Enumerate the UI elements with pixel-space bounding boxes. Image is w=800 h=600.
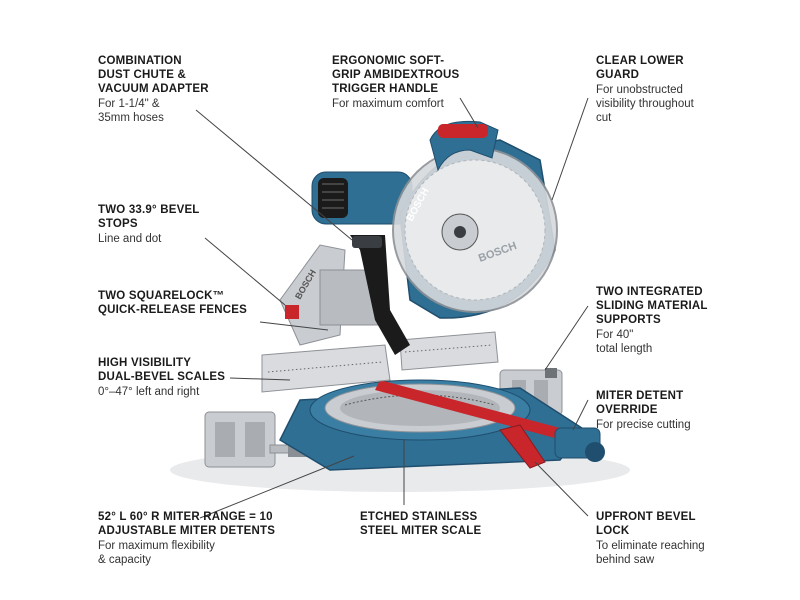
callout-title: ETCHED STAINLESS STEEL MITER SCALE: [360, 511, 482, 537]
callout-desc: For maximum flexibility & capacity: [98, 540, 215, 566]
callout-supports: TWO INTEGRATED SLIDING MATERIAL SUPPORTS…: [596, 285, 796, 356]
callout-bevel-lock: UPFRONT BEVEL LOCK To eliminate reaching…: [596, 510, 796, 567]
blade-guard: BOSCH BOSCH: [392, 139, 558, 319]
trigger-handle: [429, 120, 499, 172]
callout-title: 52° L 60° R MITER RANGE = 10 ADJUSTABLE …: [98, 511, 276, 537]
callout-detent-override: MITER DETENT OVERRIDE For precise cuttin…: [596, 389, 796, 432]
callout-lower-guard: CLEAR LOWER GUARD For unobstructed visib…: [596, 54, 796, 125]
callout-bevel-stops: TWO 33.9° BEVEL STOPS Line and dot: [98, 203, 298, 246]
callout-desc: For precise cutting: [596, 419, 691, 431]
callout-desc: To eliminate reaching behind saw: [596, 540, 705, 566]
callout-title: HIGH VISIBILITY DUAL-BEVEL SCALES: [98, 357, 226, 383]
callout-title: ERGONOMIC SOFT- GRIP AMBIDEXTROUS TRIGGE…: [332, 55, 460, 95]
callout-handle: ERGONOMIC SOFT- GRIP AMBIDEXTROUS TRIGGE…: [332, 54, 532, 111]
callout-miter-scale: ETCHED STAINLESS STEEL MITER SCALE: [360, 510, 560, 539]
callout-title: UPFRONT BEVEL LOCK: [596, 511, 696, 537]
fences: [261, 331, 499, 393]
callout-miter-range: 52° L 60° R MITER RANGE = 10 ADJUSTABLE …: [98, 510, 338, 567]
motor-housing: [311, 171, 413, 225]
callout-title: CLEAR LOWER GUARD: [596, 55, 684, 81]
callout-desc: For unobstructed visibility throughout c…: [596, 84, 694, 124]
saw-base: [279, 379, 605, 471]
callout-title: TWO INTEGRATED SLIDING MATERIAL SUPPORTS: [596, 286, 708, 326]
callout-desc: For 1-1/4" & 35mm hoses: [98, 98, 164, 124]
callout-dust-chute: COMBINATION DUST CHUTE & VACUUM ADAPTER …: [98, 54, 298, 125]
callout-title: TWO 33.9° BEVEL STOPS: [98, 204, 200, 230]
callout-fences: TWO SQUARELOCK™ QUICK-RELEASE FENCES: [98, 289, 298, 318]
callout-desc: For maximum comfort: [332, 98, 444, 110]
dust-chute: [350, 235, 410, 355]
callout-title: MITER DETENT OVERRIDE: [596, 390, 684, 416]
callout-desc: For 40" total length: [596, 329, 653, 355]
callout-title: TWO SQUARELOCK™ QUICK-RELEASE FENCES: [98, 290, 248, 316]
callout-desc: 0°–47° left and right: [98, 386, 200, 398]
callout-desc: Line and dot: [98, 233, 162, 245]
callout-bevel-scales: HIGH VISIBILITY DUAL-BEVEL SCALES 0°–47°…: [98, 356, 298, 399]
leader-lines: [195, 97, 589, 519]
callout-title: COMBINATION DUST CHUTE & VACUUM ADAPTER: [98, 55, 209, 95]
